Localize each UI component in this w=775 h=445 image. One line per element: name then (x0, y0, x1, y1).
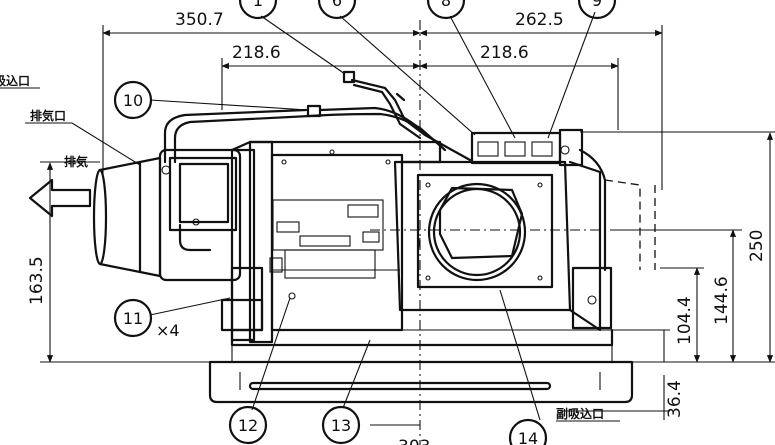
exhaust-arrow (28, 178, 92, 218)
callout-6: 14 (508, 418, 548, 445)
dim-36-4: 36.4 (665, 380, 685, 418)
dim-163-5: 163.5 (27, 256, 47, 305)
dim-144-6: 144.6 (712, 276, 732, 325)
exhaust-port-label: 排気口 (30, 108, 66, 123)
callout-number: 10 (123, 91, 143, 110)
callout-8: 13 (321, 405, 361, 445)
dim-303: 303 (398, 437, 430, 445)
callout-14: 10 (113, 80, 153, 120)
callout-number: 14 (518, 429, 538, 445)
pipes (163, 70, 472, 164)
dim-218-6-left: 218.6 (232, 43, 281, 63)
callout-number: 1 (253, 0, 263, 10)
callout-11: 8 (426, 0, 466, 20)
callout-1: 12 (228, 405, 268, 445)
terminal-block (470, 128, 584, 167)
dim-262-5: 262.5 (515, 10, 564, 30)
dim-350-7: 350.7 (175, 10, 224, 30)
dimension-lines (40, 25, 775, 426)
callout-number: 12 (238, 416, 258, 435)
callout-10: 9 (577, 0, 617, 20)
callout-number: 13 (331, 416, 351, 435)
sub-intake-box (393, 160, 613, 332)
callout-number: 11 (123, 309, 143, 328)
sub-intake-port-label: 副吸込口 (556, 406, 604, 421)
dim-250: 250 (747, 230, 767, 262)
intake-port-label: 吸込口 (0, 73, 30, 88)
callout-number: 8 (441, 0, 451, 10)
dim-218-6-right: 218.6 (480, 43, 529, 63)
ceiling-panel (208, 344, 634, 404)
right-duct (578, 148, 656, 272)
exhaust-duct (92, 148, 242, 282)
dim-104-4: 104.4 (675, 296, 695, 345)
callout-9: 11 (113, 298, 153, 338)
callout-13: 1 (238, 0, 278, 20)
leader-lines (0, 11, 620, 422)
callout-number: 6 (332, 0, 342, 10)
times-four-label: ×4 (156, 321, 180, 340)
center-lines (370, 20, 650, 445)
exhaust-label: 排気 (64, 154, 88, 169)
callout-number: 9 (592, 0, 602, 10)
callout-12: 6 (317, 0, 357, 20)
